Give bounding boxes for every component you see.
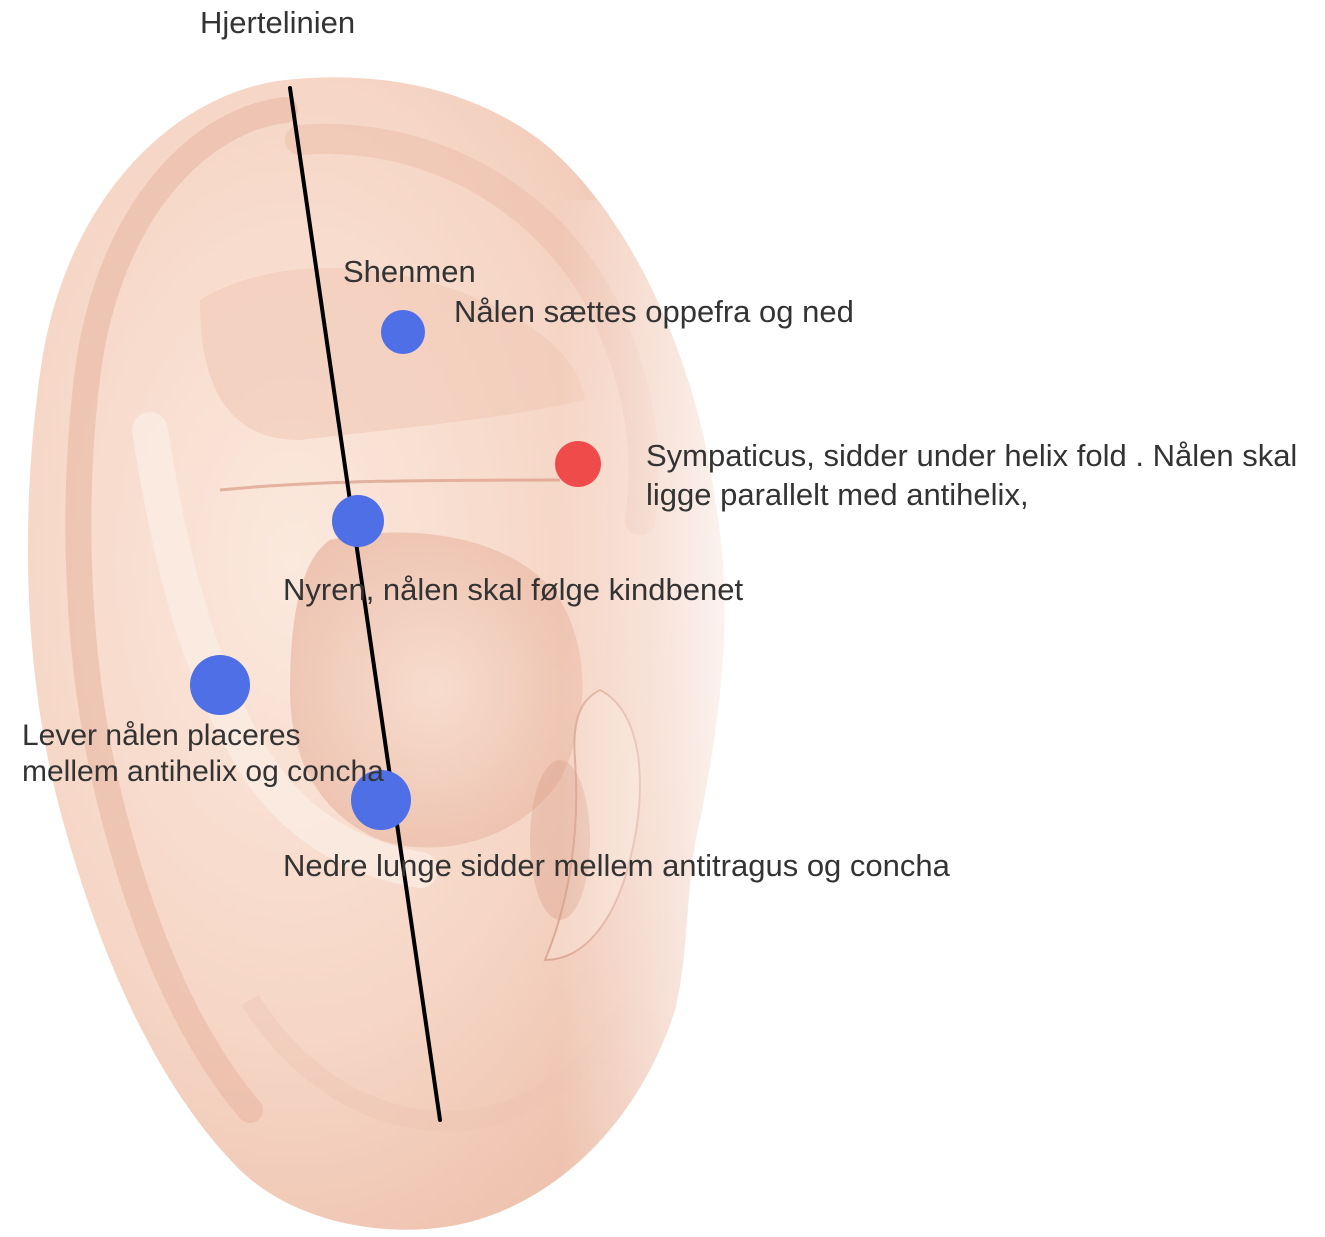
sympaticus-label-line1: Sympaticus, sidder under helix fold . Nå… [646, 437, 1297, 475]
nyren-label: Nyren, nålen skal følge kindbenet [283, 571, 743, 609]
nyren-point[interactable] [332, 495, 384, 547]
shenmen-note-label: Nålen sættes oppefra og ned [454, 293, 854, 331]
heart-line-label: Hjertelinien [200, 4, 355, 42]
shenmen-title-label: Shenmen [343, 253, 476, 291]
sympaticus-point[interactable] [555, 441, 601, 487]
right-fade [560, 200, 760, 1200]
sympaticus-label-line2: ligge parallelt med antihelix, [646, 476, 1029, 514]
shenmen-point[interactable] [381, 310, 425, 354]
lever-point[interactable] [190, 655, 250, 715]
lever-label-line2: mellem antihelix og concha [22, 754, 384, 790]
lever-label-line1: Lever nålen placeres [22, 718, 301, 754]
nedre-lunge-label: Nedre lunge sidder mellem antitragus og … [283, 847, 950, 885]
